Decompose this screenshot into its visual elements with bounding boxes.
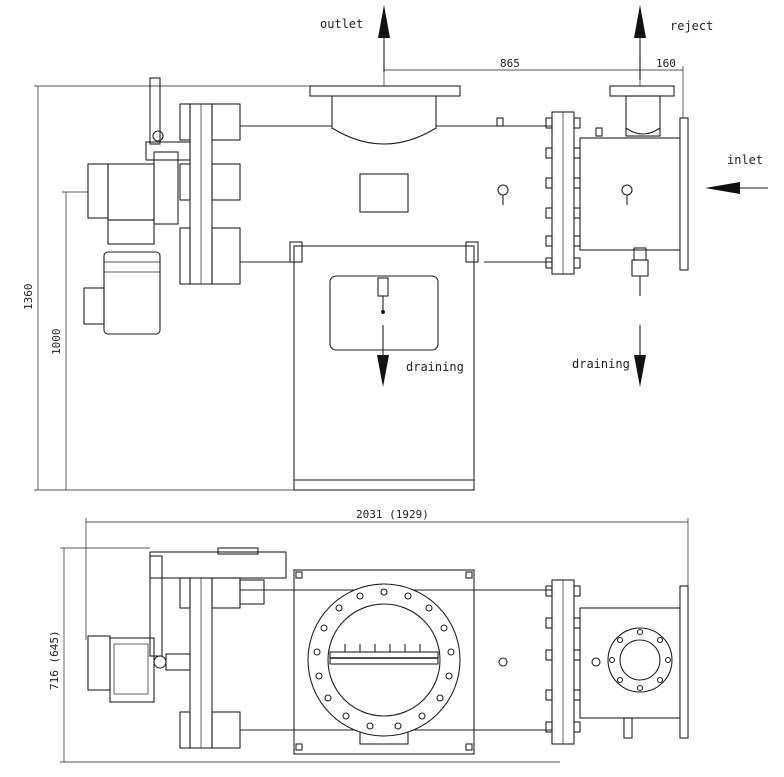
right-flange-stack [545,111,581,275]
dimension-1000-text: 1000 [50,329,63,356]
plan-outlet-flange [307,583,461,737]
housing-tank [289,241,479,491]
plan-backwash-drive [87,547,287,749]
plan-right-flange-stack [545,579,581,745]
inlet-arrow [705,182,768,194]
dimension-160-text: 160 [656,57,676,70]
dimension-1000 [62,191,92,490]
draining-arrow-center [377,325,389,387]
reject-label: reject [670,19,713,33]
plan-inlet-chamber [579,585,689,739]
dimension-2031 [85,518,689,640]
outlet-label: outlet [320,17,363,31]
flange-bolts [313,588,455,730]
plan-view: 2031 (1929) 716 (645) [48,508,689,763]
dimension-716 [60,547,560,763]
dimension-865 [383,62,684,118]
dimension-865-text: 865 [500,57,520,70]
outlet-flange [309,85,461,145]
draining-label-right: draining [572,357,630,371]
main-pipe [240,117,603,263]
dimension-1360 [34,85,310,491]
outlet-arrow [378,5,390,72]
draining-arrow-right [634,325,646,387]
dimension-1360-text: 1360 [22,284,35,311]
draining-label-center: draining [406,360,464,374]
dimension-716-text: 716 (645) [48,630,61,690]
inlet-chamber [497,85,689,296]
inlet-label: inlet [727,153,763,167]
side-elevation-view: outlet reject inlet 865 160 1360 [22,5,768,491]
dimension-2031-text: 2031 (1929) [356,508,429,521]
backwash-drive [83,77,241,335]
